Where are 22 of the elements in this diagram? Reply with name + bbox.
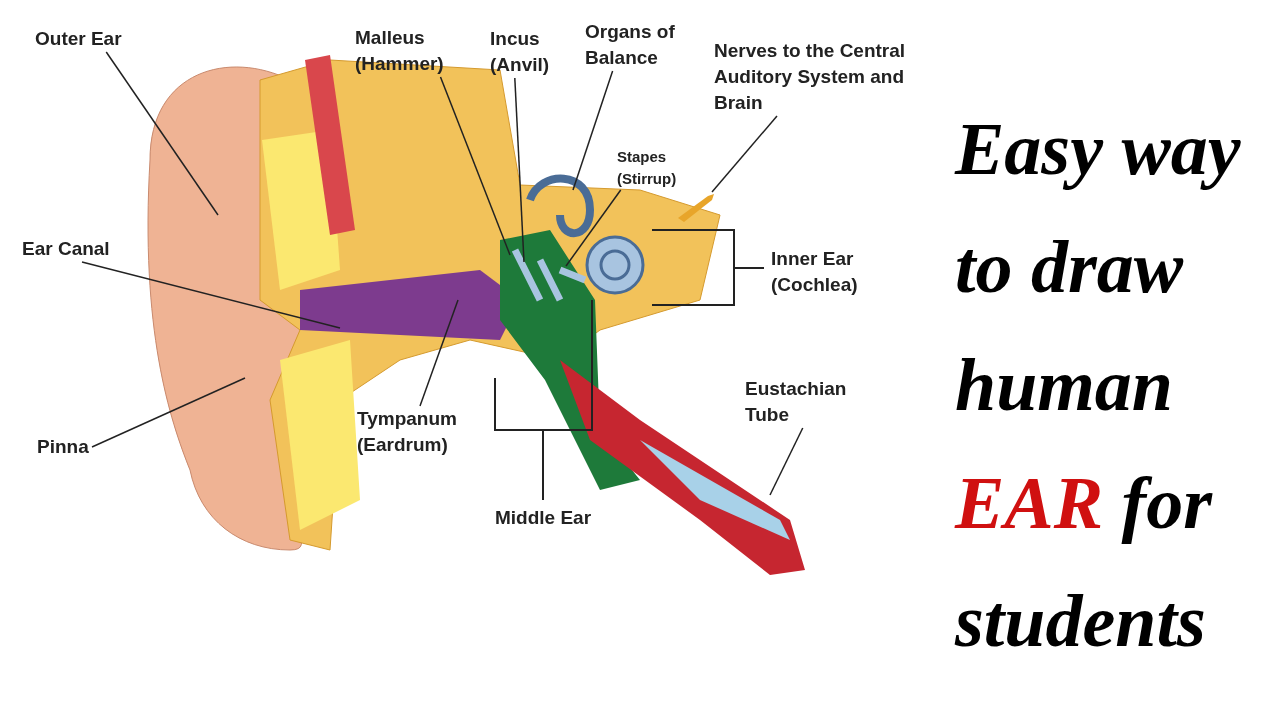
part-label: Tympanum (Eardrum): [357, 406, 462, 458]
leader-line: [565, 189, 622, 267]
part-label: Nerves to the Central Auditory System and Brain: [714, 38, 939, 116]
part-label: Incus (Anvil): [490, 26, 552, 78]
title: Easy way to draw human EAR for students: [955, 107, 1242, 664]
part-label: Stapes (Stirrup): [617, 146, 691, 190]
leader-line: [769, 427, 804, 496]
part-label: Eustachian Tube: [745, 376, 850, 428]
leader-line: [81, 261, 341, 329]
part-label: Ear Canal: [22, 236, 122, 262]
leader-line: [514, 77, 525, 263]
leader-line: [439, 76, 511, 256]
leader-line: [419, 299, 459, 407]
part-label: Pinna: [37, 434, 92, 460]
part-label: Middle Ear: [495, 505, 610, 531]
leader-line: [572, 70, 614, 191]
part-label: Outer Ear: [35, 26, 130, 52]
leader-line: [105, 51, 219, 216]
leader-line: [91, 377, 246, 448]
leader-line: [711, 115, 778, 193]
part-label: Inner Ear (Cochlea): [771, 246, 876, 298]
part-label: Organs of Balance: [585, 19, 677, 71]
